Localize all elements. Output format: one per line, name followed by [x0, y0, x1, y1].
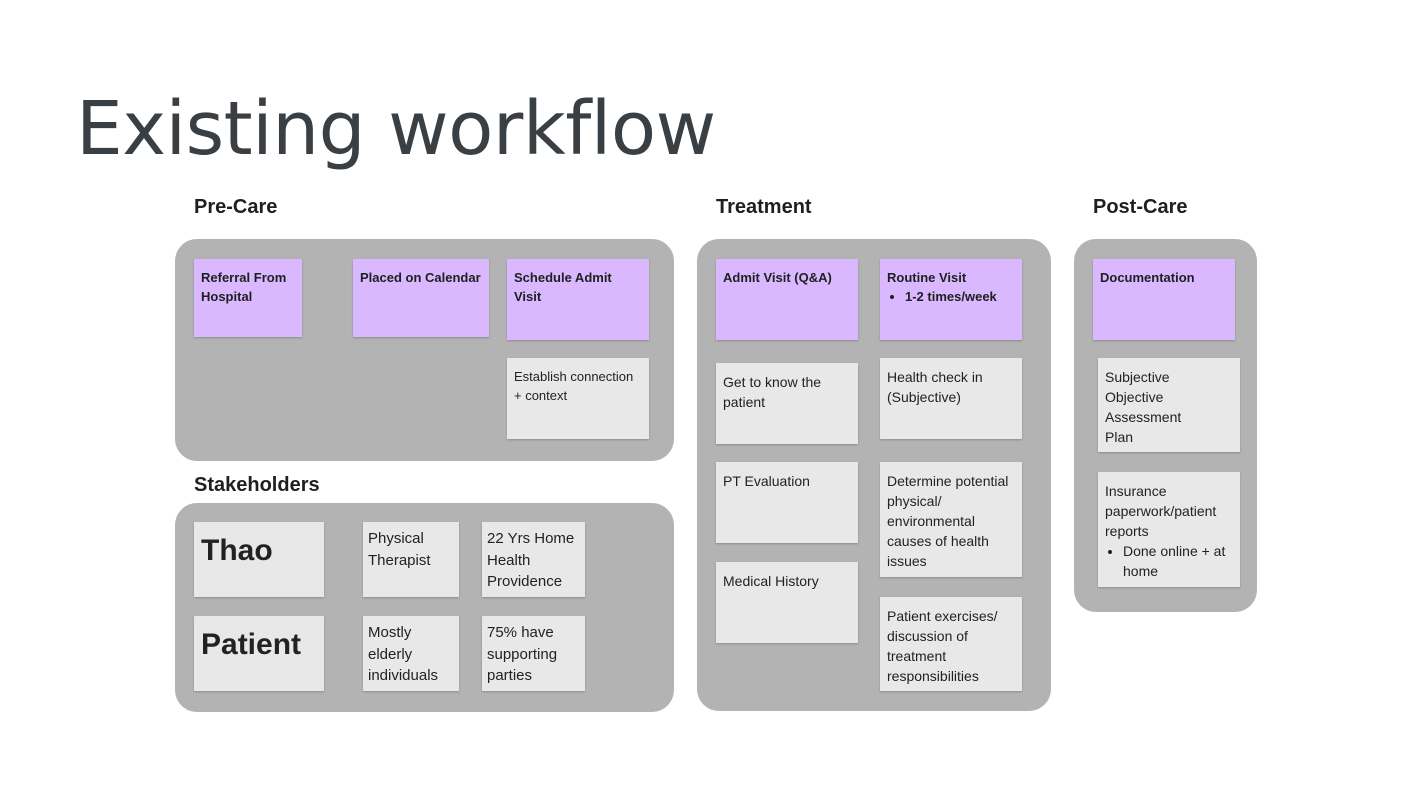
sticky-note-thao-role: Physical Therapist	[363, 522, 459, 597]
section-label-treatment: Treatment	[716, 196, 812, 218]
sticky-note-routine-visit: Routine Visit 1-2 times/week	[880, 259, 1022, 340]
sticky-note-insurance: Insurance paperwork/patient reports Done…	[1098, 472, 1240, 587]
sticky-note-patient-support: 75% have supporting parties	[482, 616, 585, 691]
sticky-note-soap: Subjective Objective Assessment Plan	[1098, 358, 1240, 452]
routine-visit-label: Routine Visit	[887, 270, 967, 285]
sticky-note-establish-connection: Establish connection + context	[507, 358, 649, 439]
sticky-note-patient: Patient	[194, 616, 324, 691]
soap-assessment: Assessment	[1105, 409, 1182, 425]
admit-visit-label: Admit Visit (Q&A)	[723, 270, 832, 285]
soap-plan: Plan	[1105, 429, 1134, 445]
sticky-note-placed-on-calendar: Placed on Calendar	[353, 259, 489, 337]
page-title: Existing workflow	[76, 86, 716, 172]
stakeholders-panel: Thao Physical Therapist 22 Yrs Home Heal…	[175, 503, 674, 712]
section-label-stakeholders: Stakeholders	[194, 474, 320, 496]
sticky-note-get-to-know-patient: Get to know the patient	[716, 363, 858, 444]
sticky-note-patient-exercises: Patient exercises/ discussion of treatme…	[880, 597, 1022, 691]
sticky-note-thao-years: 22 Yrs Home Health Providence	[482, 522, 585, 597]
insurance-list: Done online + at home	[1105, 541, 1233, 581]
sticky-note-determine-causes: Determine potential physical/ environmen…	[880, 462, 1022, 577]
soap-subjective: Subjective	[1105, 369, 1170, 385]
routine-visit-list: 1-2 times/week	[887, 287, 1015, 306]
sticky-note-medical-history: Medical History	[716, 562, 858, 643]
sticky-note-health-check: Health check in (Subjective)	[880, 358, 1022, 439]
treatment-panel: Admit Visit (Q&A) Routine Visit 1-2 time…	[697, 239, 1051, 711]
sticky-note-pt-evaluation: PT Evaluation	[716, 462, 858, 543]
routine-visit-frequency: 1-2 times/week	[905, 287, 1015, 306]
soap-objective: Objective	[1105, 389, 1164, 405]
sticky-note-documentation: Documentation	[1093, 259, 1235, 340]
sticky-note-thao: Thao	[194, 522, 324, 597]
sticky-note-referral: Referral From Hospital	[194, 259, 302, 337]
section-label-pre-care: Pre-Care	[194, 196, 278, 218]
sticky-note-admit-visit: Admit Visit (Q&A)	[716, 259, 858, 340]
insurance-bullet: Done online + at home	[1123, 541, 1233, 581]
sticky-note-patient-description: Mostly elderly individuals	[363, 616, 459, 691]
section-label-post-care: Post-Care	[1093, 196, 1188, 218]
pre-care-panel: Referral From Hospital Placed on Calenda…	[175, 239, 674, 461]
sticky-note-schedule-admit-visit: Schedule Admit Visit	[507, 259, 649, 340]
insurance-label: Insurance paperwork/patient reports	[1105, 483, 1217, 539]
post-care-panel: Documentation Subjective Objective Asses…	[1074, 239, 1257, 612]
